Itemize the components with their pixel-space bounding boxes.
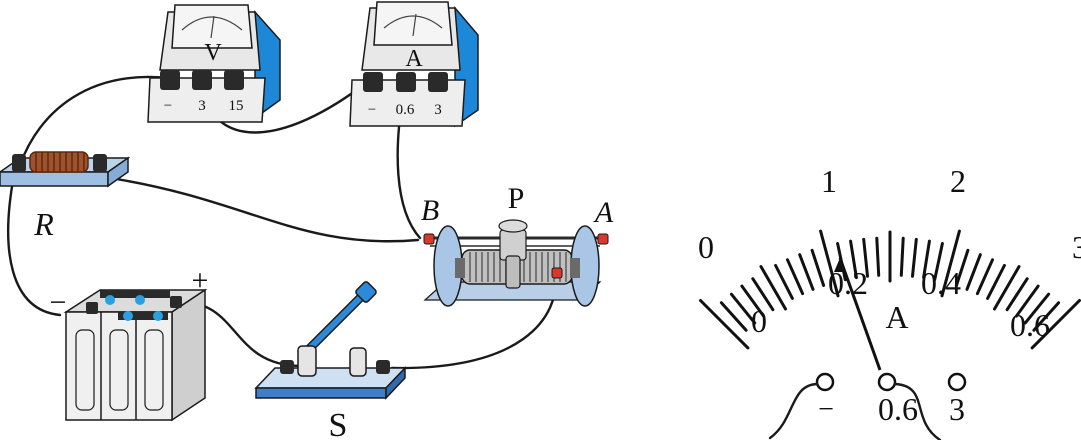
dial-tick — [875, 236, 881, 277]
dial-tick — [1014, 284, 1040, 318]
dial-tick — [933, 242, 944, 282]
switch-label: S — [329, 407, 348, 440]
dial-tick — [911, 237, 918, 278]
rheostat-slider-P: P — [508, 182, 525, 215]
voltmeter-terminal-minus: − — [164, 98, 172, 114]
dial-terminal-0.6-post — [877, 372, 897, 392]
dial-upper-label-3: 3 — [1072, 229, 1081, 265]
wire-voltmeter-to-resistor — [18, 75, 170, 167]
dial-tick — [729, 292, 757, 325]
ammeter: A − 0.6 3 — [349, 1, 479, 128]
dial-tick — [940, 229, 961, 298]
dial-tick — [849, 239, 858, 280]
dial-lower-label-0: 0 — [751, 303, 767, 339]
dial-unit: A — [885, 299, 908, 335]
dial-tick — [751, 277, 775, 312]
dial-terminal-minus: − — [818, 394, 834, 425]
dial-upper-label-0: 0 — [698, 229, 714, 265]
dial-terminal-minus-post — [815, 372, 835, 392]
dial-tick — [774, 264, 794, 300]
voltmeter: V − 3 15 — [147, 4, 281, 123]
dial-tick — [1032, 301, 1061, 332]
rheostat: B A P — [421, 182, 614, 307]
dial-needle — [838, 257, 882, 371]
dial-scale-ticks — [699, 229, 1081, 350]
rheostat-end-B: B — [421, 194, 439, 227]
dial-tick — [798, 253, 815, 291]
dial-terminal-3-post — [947, 372, 967, 392]
voltmeter-symbol: V — [204, 40, 222, 66]
voltmeter-terminal-3: 3 — [198, 98, 206, 114]
resistor-label: R — [33, 206, 54, 242]
dial-tick — [740, 284, 766, 318]
dial-terminal-0.6: 0.6 — [878, 391, 918, 427]
dial-wire-0.6 — [893, 382, 942, 440]
dial-tick — [899, 236, 905, 277]
dial-lower-label-0.6: 0.6 — [1010, 307, 1050, 343]
wire-resistor-to-battery — [7, 173, 62, 317]
dial-tick — [986, 264, 1006, 300]
dial-terminal-3: 3 — [949, 391, 965, 427]
dial-lower-label-0.4: 0.4 — [921, 265, 961, 301]
dial-tick — [719, 301, 748, 332]
dial-tick — [759, 265, 787, 311]
battery: − + — [50, 264, 209, 422]
dial-upper-label-1: 1 — [821, 163, 837, 199]
wire-resistor-to-rheostat-B — [108, 176, 420, 243]
dial-upper-label-2: 2 — [950, 163, 966, 199]
dial-tick — [954, 248, 970, 287]
dial-tick — [819, 229, 840, 298]
dial-tick — [862, 237, 869, 278]
dial-tick — [965, 253, 982, 291]
dial-tick — [922, 239, 931, 280]
resistor: R — [0, 151, 131, 242]
dial-tick — [975, 258, 994, 296]
dial-tick — [810, 248, 826, 287]
battery-plus-sign: + — [192, 264, 209, 297]
ammeter-dial-detail: 0 1 2 3 0 0.2 0.4 0.6 A − 0.6 3 — [698, 163, 1081, 440]
dial-tick — [1030, 299, 1081, 350]
ammeter-terminal-minus: − — [368, 102, 376, 118]
dial-wire-minus — [768, 382, 819, 440]
dial-tick — [1023, 292, 1051, 325]
knife-switch: S — [254, 281, 407, 440]
dial-tick — [699, 299, 750, 350]
ammeter-terminal-0.6: 0.6 — [396, 102, 415, 118]
dial-tick — [786, 258, 805, 296]
dial-tick — [1005, 277, 1029, 312]
ammeter-terminal-3: 3 — [434, 102, 442, 118]
battery-minus-sign: − — [50, 286, 67, 319]
voltmeter-terminal-15: 15 — [229, 98, 244, 114]
ammeter-symbol: A — [405, 46, 423, 72]
dial-needle-tip — [834, 258, 846, 272]
rheostat-end-A: A — [593, 196, 614, 229]
dial-tick — [993, 265, 1021, 311]
